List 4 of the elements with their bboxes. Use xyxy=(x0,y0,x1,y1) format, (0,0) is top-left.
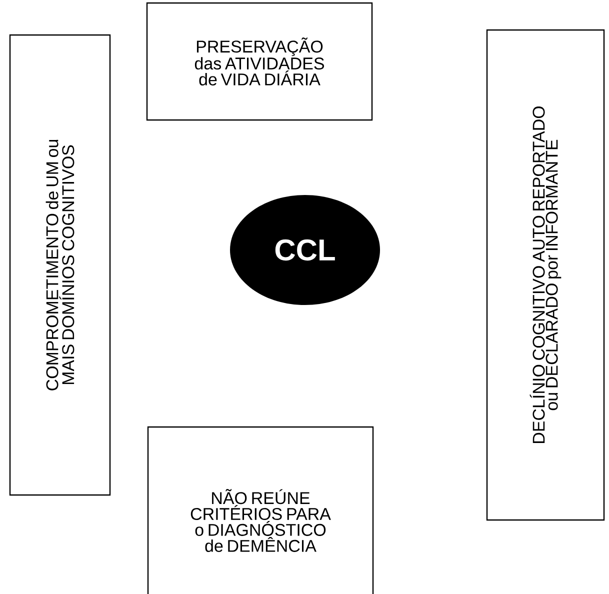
text-box: PRESERVAÇÃO das ATIVIDADES de VIDA DIÁRIA xyxy=(146,2,373,121)
text-box: NÃO REÚNE CRITÉRIOS PARA o DIAGNÓSTICO de DEMÊNCIA xyxy=(147,426,374,594)
text-box: COMPROMETIMENTO de UM ou MAIS DOMÍNIOS COGNITIVOS xyxy=(9,34,111,496)
text-box: DECLÍNIO COGNITIVO AUTO REPORTADO ou DECLARADO por INFORMANTE xyxy=(486,29,605,521)
